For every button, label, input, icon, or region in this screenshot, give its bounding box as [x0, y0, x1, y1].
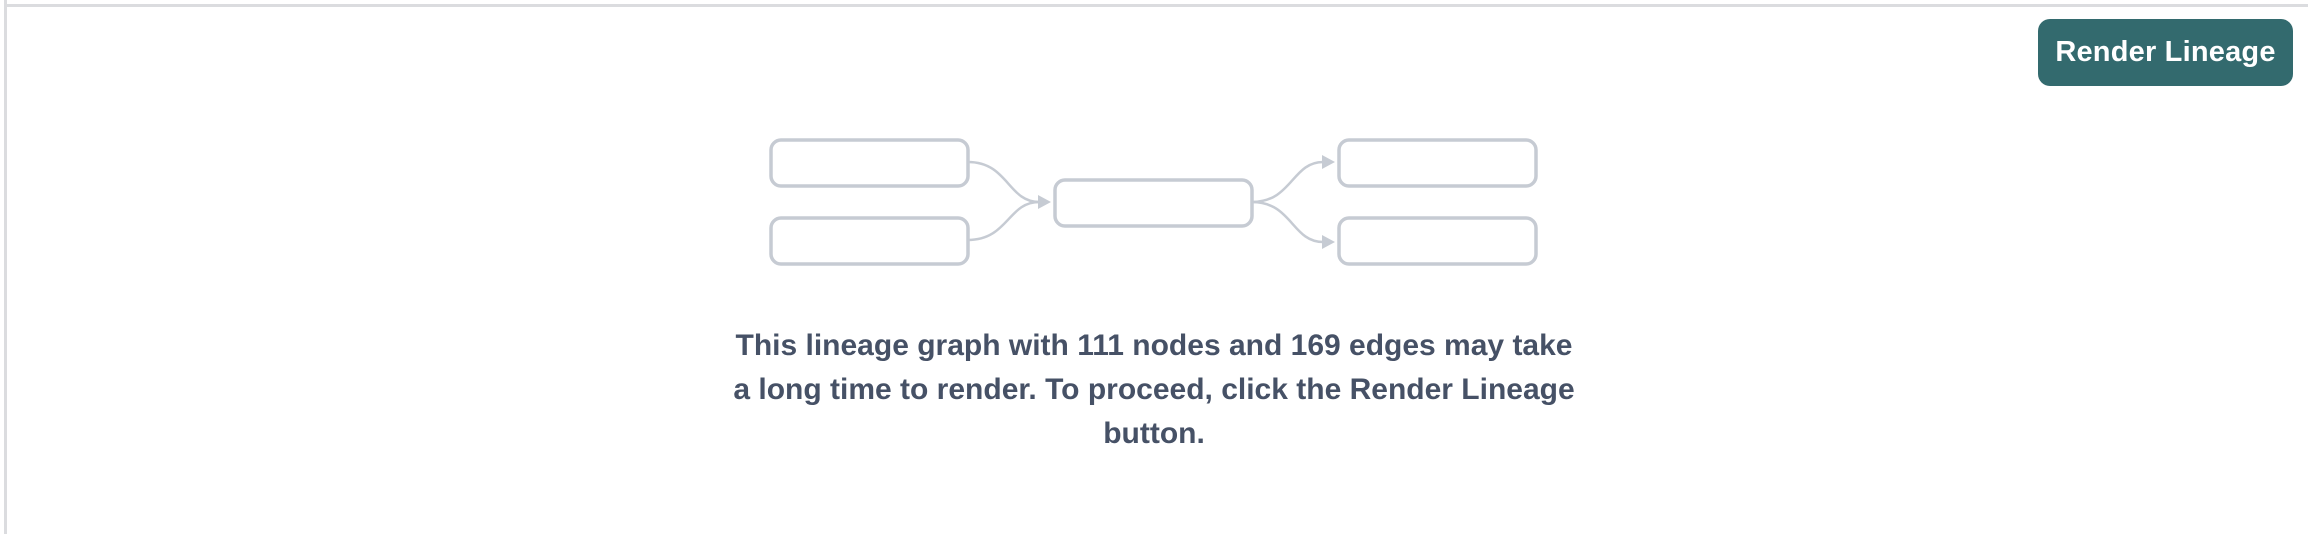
panel-top-border [7, 4, 2308, 7]
render-lineage-button[interactable]: Render Lineage [2038, 19, 2293, 86]
arrowhead-icon [1322, 235, 1335, 249]
placeholder-node-downstream-bottom [1337, 216, 1538, 266]
placeholder-edge [967, 200, 1040, 242]
arrowhead-icon [1322, 155, 1335, 169]
placeholder-edge [1251, 160, 1324, 204]
placeholder-node-upstream-bottom [769, 216, 970, 266]
placeholder-node-downstream-top [1337, 138, 1538, 188]
placeholder-edge [1251, 200, 1324, 244]
lineage-graph-icon [769, 138, 1538, 266]
lineage-warning-line: a long time to render. To proceed, click… [733, 373, 1575, 406]
placeholder-node-center [1053, 178, 1254, 228]
placeholder-node-upstream-top [769, 138, 970, 188]
lineage-warning-line: This lineage graph with 111 nodes and 16… [735, 329, 1573, 362]
lineage-warning-line: button. [1103, 417, 1205, 450]
placeholder-edge [967, 160, 1040, 204]
arrowhead-icon [1038, 195, 1051, 209]
panel-left-border [4, 0, 7, 534]
lineage-warning-message: This lineage graph with 111 nodes and 16… [0, 324, 2308, 456]
